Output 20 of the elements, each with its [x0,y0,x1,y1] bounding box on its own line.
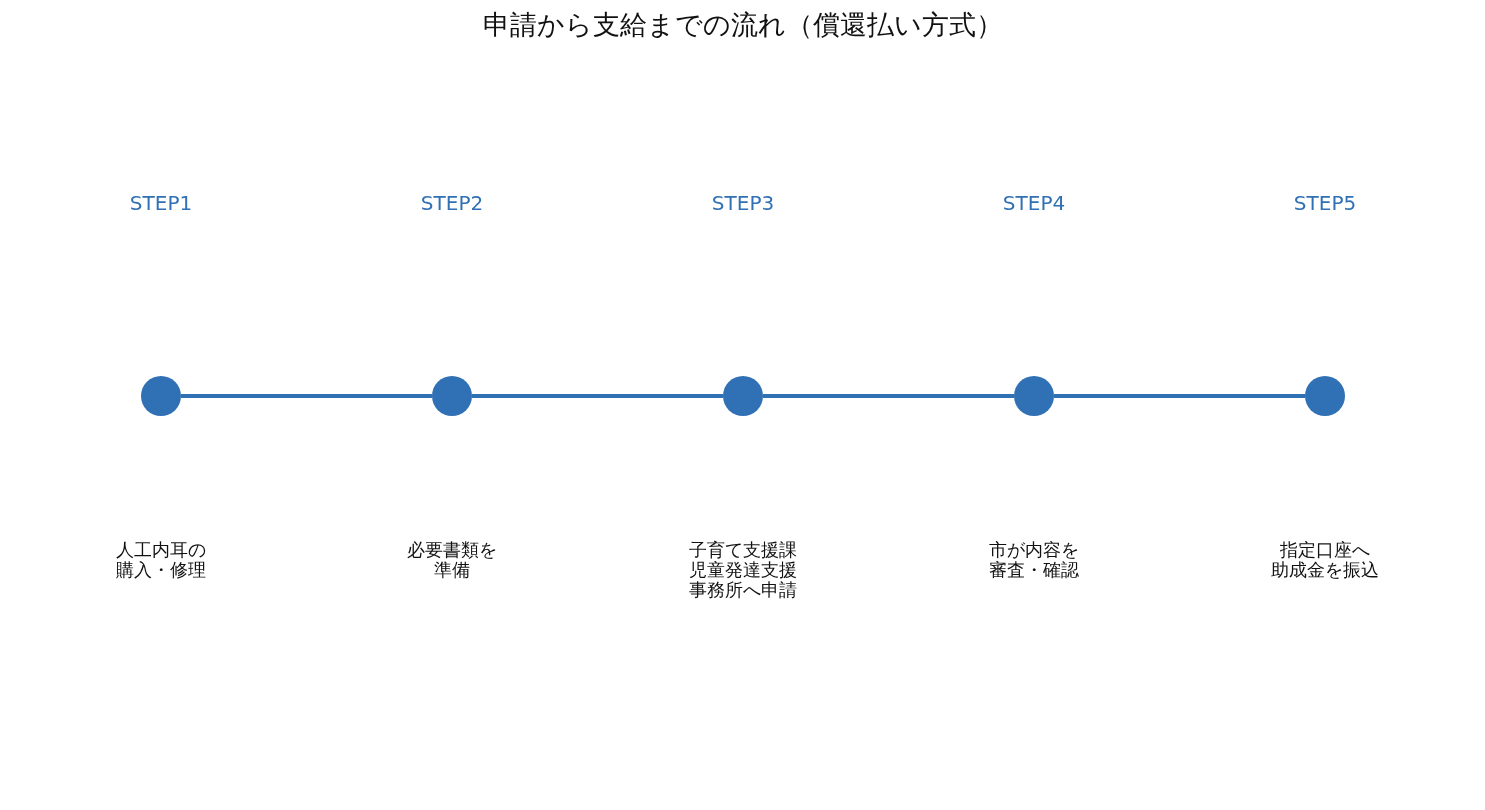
step-description: 子育て支援課児童発達支援事務所へ申請 [689,540,797,600]
step-marker [141,376,181,416]
diagram-title: 申請から支給までの流れ（償還払い方式） [482,8,1003,42]
step-description: 必要書類を準備 [407,540,497,580]
step-label: STEP3 [711,191,775,215]
step-marker [1014,376,1054,416]
step-label: STEP1 [129,191,193,215]
connector-line [763,394,1014,398]
step-marker [723,376,763,416]
step-label: STEP2 [420,191,484,215]
step-label: STEP4 [1002,191,1066,215]
step-description: 指定口座へ助成金を振込 [1271,540,1379,580]
step-description: 人工内耳の購入・修理 [116,540,206,580]
step-marker [1305,376,1345,416]
step-marker [432,376,472,416]
step-label: STEP5 [1293,191,1357,215]
connector-line [181,394,432,398]
step-description: 市が内容を審査・確認 [989,540,1079,580]
connector-line [1054,394,1305,398]
connector-line [472,394,723,398]
